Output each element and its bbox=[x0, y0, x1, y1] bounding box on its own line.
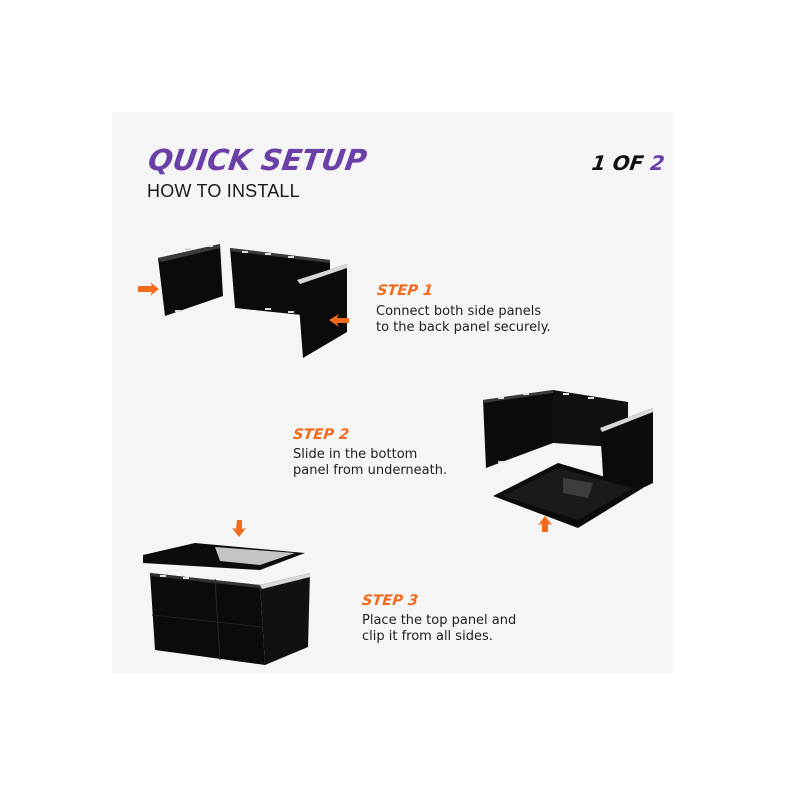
arrow-up-icon bbox=[538, 516, 552, 532]
page-subtitle: HOW TO INSTALL bbox=[147, 181, 300, 201]
step-2-line-1: Slide in the bottom bbox=[293, 447, 418, 462]
step-3-label: STEP 3 bbox=[361, 593, 419, 609]
step-2-illustration bbox=[478, 388, 658, 543]
step-1-illustration bbox=[125, 238, 360, 363]
step-2-label: STEP 2 bbox=[292, 427, 350, 443]
step-1-description: Connect both side panels to the back pan… bbox=[376, 304, 551, 336]
step-3-line-1: Place the top panel and bbox=[362, 613, 517, 628]
step-2-line-2: panel from underneath. bbox=[293, 463, 448, 478]
page-separator: OF bbox=[611, 151, 646, 175]
step-1-line-1: Connect both side panels bbox=[376, 304, 542, 319]
step-3-description: Place the top panel and clip it from all… bbox=[362, 613, 516, 645]
step-1-label: STEP 1 bbox=[376, 283, 434, 299]
page-current: 1 bbox=[590, 151, 608, 175]
arrow-left-icon bbox=[329, 314, 349, 327]
step-2-description: Slide in the bottom panel from underneat… bbox=[293, 447, 447, 479]
page-title: QUICK SETUP bbox=[146, 143, 369, 177]
page-indicator: 1 OF 2 bbox=[590, 151, 666, 175]
arrow-right-icon bbox=[138, 282, 159, 296]
arrow-down-icon bbox=[232, 520, 246, 537]
step-3-illustration bbox=[140, 515, 320, 665]
step-3-line-2: clip it from all sides. bbox=[362, 629, 493, 644]
step-1-line-2: to the back panel securely. bbox=[376, 320, 551, 335]
